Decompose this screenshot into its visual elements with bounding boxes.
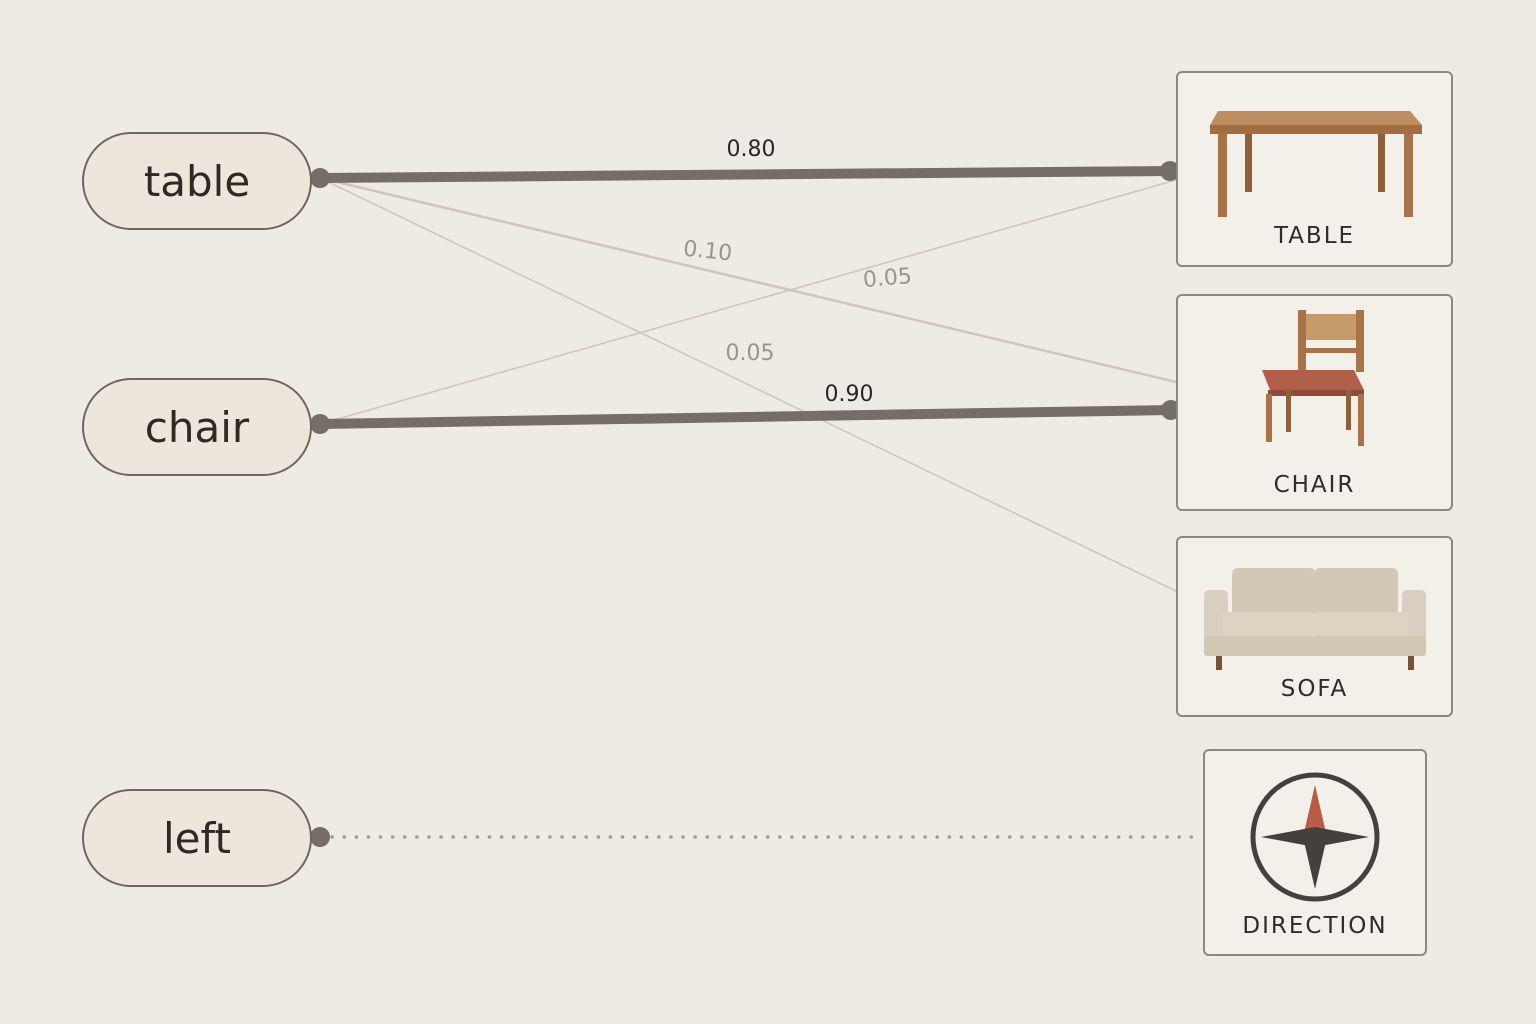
concept-label: DIRECTION [1242, 913, 1388, 939]
concept-card-sofa: SOFA [1176, 536, 1453, 717]
edge-table-sofa [319, 177, 1177, 592]
edge-weight-label: 0.05 [726, 341, 775, 366]
table-icon [1210, 111, 1422, 217]
concept-label: TABLE [1273, 223, 1356, 249]
sofa-icon [1204, 568, 1426, 670]
edge-endpoint [1160, 161, 1180, 181]
word-node-label: chair [144, 402, 250, 452]
edge-table-table [315, 166, 1175, 183]
compass-icon [1250, 772, 1380, 902]
word-node-label: table [143, 156, 251, 206]
chair-icon [1262, 310, 1364, 446]
word-node-chair: chair [82, 378, 312, 476]
edge-chair-table [319, 179, 1177, 425]
word-node-left: left [82, 789, 312, 887]
edge-weight-label: 0.10 [682, 237, 733, 267]
edge-chair-chair [315, 405, 1176, 429]
edge-table-chair [318, 176, 1178, 384]
word-node-table: table [82, 132, 312, 230]
concept-label: CHAIR [1273, 472, 1356, 498]
edge-weight-label: 0.05 [862, 264, 913, 293]
word-port-dot [310, 414, 330, 434]
edge-weight-label: 0.90 [825, 382, 874, 407]
word-node-label: left [162, 813, 232, 863]
concept-card-table: TABLE [1176, 71, 1453, 267]
word-port-dot [310, 168, 330, 188]
concept-label: SOFA [1280, 676, 1349, 702]
concept-card-direction: DIRECTION [1203, 749, 1427, 956]
edge-weight-label: 0.80 [727, 137, 776, 162]
word-port-dot [310, 827, 330, 847]
concept-card-chair: CHAIR [1176, 294, 1453, 511]
